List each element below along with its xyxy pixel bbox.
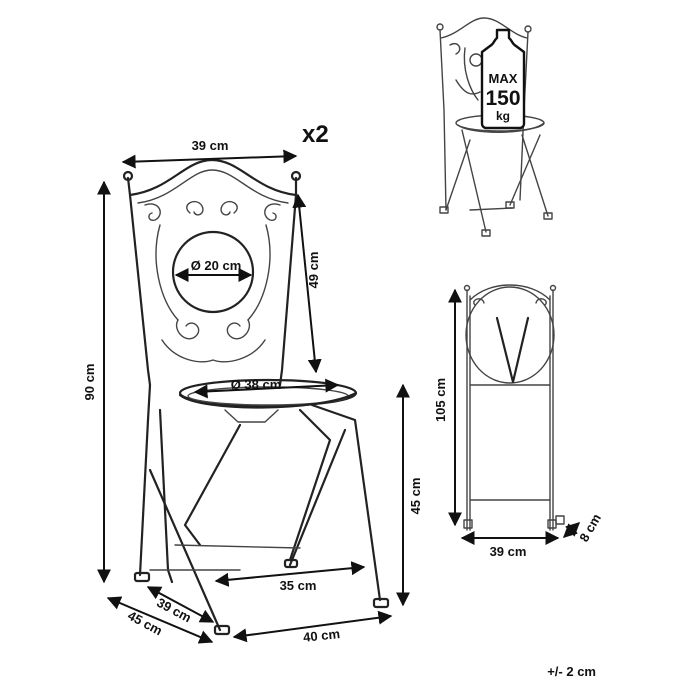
folded-depth-label: 8 cm — [576, 511, 604, 544]
weight-unit-label: kg — [496, 109, 510, 123]
folded-height-label: 105 cm — [433, 378, 448, 422]
back-width-line — [121, 149, 298, 169]
rail-width-label: 35 cm — [280, 578, 317, 593]
rail-width-line — [214, 561, 366, 587]
folded-chair-drawing — [463, 284, 565, 531]
back-width-label: 39 cm — [192, 138, 229, 153]
weight-icon — [480, 28, 526, 130]
outer-depth-line — [106, 596, 214, 644]
tolerance-label: +/- 2 cm — [547, 664, 596, 679]
folded-chair-dimensions — [448, 288, 581, 545]
weight-max-label: MAX — [489, 71, 518, 86]
main-chair-dimensions — [97, 149, 410, 644]
backrest-height-label: 49 cm — [306, 252, 321, 289]
backrest-height-line — [292, 193, 322, 374]
quantity-label: x2 — [302, 121, 329, 148]
main-chair-drawing — [122, 158, 390, 636]
weight-value-label: 150 — [485, 87, 520, 110]
seat-diameter-label: Ø 38 cm — [231, 377, 282, 392]
seat-diameter-line — [193, 378, 340, 399]
base-width-line — [232, 610, 393, 643]
base-width-label: 40 cm — [302, 626, 340, 645]
folded-width-label: 39 cm — [490, 544, 527, 559]
seat-height-label: 45 cm — [408, 478, 423, 515]
folded-depth-line — [562, 522, 581, 538]
weight-badge: MAX 150 kg — [480, 28, 526, 130]
medallion-diameter-label: Ø 20 cm — [191, 258, 242, 273]
total-height-label: 90 cm — [82, 364, 97, 401]
outer-depth-label: 45 cm — [125, 608, 165, 639]
